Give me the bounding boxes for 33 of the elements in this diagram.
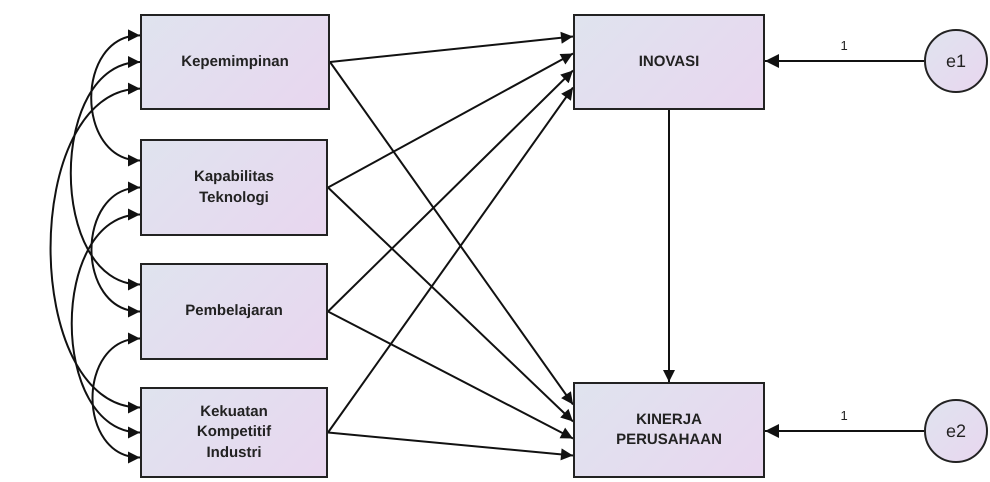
variable-box bbox=[573, 382, 765, 478]
path-arrow bbox=[765, 54, 924, 68]
variable-label: Kepemimpinan bbox=[181, 52, 289, 72]
path-arrow bbox=[663, 110, 675, 382]
covariance-arrow bbox=[50, 86, 140, 411]
path-arrow bbox=[327, 186, 574, 422]
variable-label: INOVASI bbox=[638, 52, 700, 72]
variable-box bbox=[140, 387, 328, 478]
path-arrow bbox=[327, 86, 574, 434]
covariance-arrow bbox=[70, 211, 140, 436]
covariance-arrow bbox=[90, 31, 140, 164]
path-arrow bbox=[327, 70, 574, 312]
variable-label: Kapabilitas Teknologi bbox=[192, 167, 276, 208]
edge-label: 1 bbox=[838, 409, 850, 422]
covariance-arrow bbox=[70, 58, 140, 288]
variable-box bbox=[573, 14, 765, 110]
error-label: e2 bbox=[946, 420, 966, 443]
path-arrow bbox=[329, 61, 574, 406]
edge-label: 1 bbox=[838, 39, 850, 52]
error-label: e1 bbox=[946, 50, 966, 73]
covariance-arrow bbox=[90, 184, 140, 316]
variable-box bbox=[140, 139, 328, 236]
path-arrow bbox=[328, 432, 574, 460]
covariance-arrow bbox=[92, 334, 140, 462]
variable-box bbox=[140, 263, 328, 360]
variable-label: Kekuatan Kompetitif Industri bbox=[196, 402, 272, 463]
path-arrow bbox=[328, 52, 574, 188]
variable-label: KINERJA PERUSAHAAN bbox=[615, 410, 723, 450]
path-arrow bbox=[328, 310, 574, 440]
path-arrow bbox=[765, 424, 924, 438]
variable-label: Pembelajaran bbox=[185, 301, 283, 322]
variable-box bbox=[140, 14, 330, 110]
path-arrow bbox=[330, 32, 574, 63]
